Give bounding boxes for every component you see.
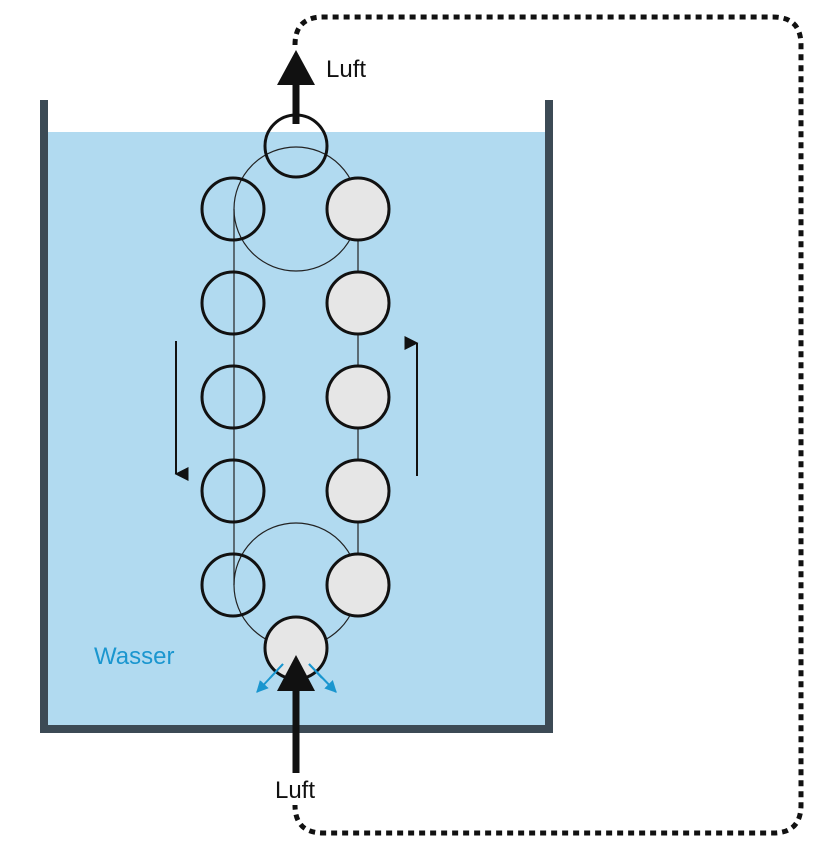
bucket-filled	[325, 458, 391, 524]
water-label: Wasser	[94, 643, 174, 670]
bucket-filled	[325, 364, 391, 430]
dotted-return-loop	[292, 14, 804, 836]
air-out-arrow-head	[277, 50, 315, 85]
air-in-arrow-head	[277, 655, 315, 691]
bucket-filled	[325, 176, 391, 242]
bucket-empty	[200, 458, 266, 524]
bucket-filled	[325, 552, 391, 618]
air-out-label: Luft	[326, 56, 366, 83]
filled-buckets	[325, 176, 391, 618]
air-in-label: Luft	[275, 777, 315, 804]
bucket-empty	[200, 270, 266, 336]
bucket-empty	[200, 364, 266, 430]
bubble-arrow-left-2	[269, 663, 284, 679]
bucket-empty	[200, 176, 266, 242]
bubble-arrow-right-2	[308, 663, 323, 679]
empty-buckets	[200, 176, 266, 618]
bucket-empty	[200, 552, 266, 618]
bucket-filled	[325, 270, 391, 336]
